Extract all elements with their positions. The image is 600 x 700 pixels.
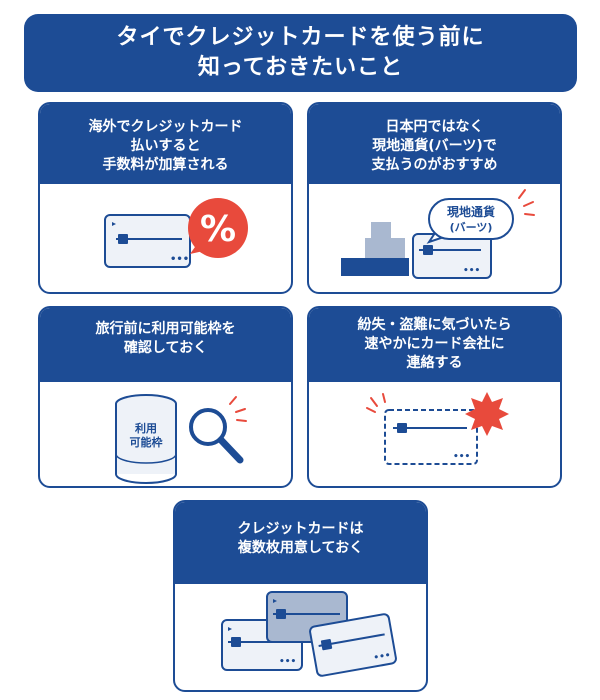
emphasis-lines-icon [518,189,535,216]
emphasis-lines-icon [229,396,247,422]
tip-card-credit-limit: 旅行前に利用可能枠を 確認しておく 利用 可能枠 [38,306,293,488]
card-fee-illustration: ••• % [104,198,248,268]
coin-stack-icon: 利用 可能枠 [115,394,177,484]
tip-card-heading: 日本円ではなく 現地通貨(バーツ)で 支払うのがおすすめ [309,104,560,184]
title-banner: タイでクレジットカードを使う前に 知っておきたいこと [24,14,577,92]
tip-card-heading: 海外でクレジットカード 払いすると 手数料が加算される [40,104,291,184]
cash-register-icon [341,222,409,276]
credit-limit-illustration: 利用 可能枠 [115,394,247,484]
credit-card-icon: ••• [104,214,191,268]
title-line-2: 知っておきたいこと [197,55,404,80]
svg-text:•••: ••• [279,657,296,667]
emphasis-lines-icon [366,393,386,413]
magnifier-icon [189,408,244,464]
tip-card-local-currency: 日本円ではなく 現地通貨(バーツ)で 支払うのがおすすめ ••• 現地通貨 (バ… [307,102,562,294]
tip-card-heading: クレジットカードは 複数枚用意しておく [175,502,426,584]
tip-card-heading: 紛失・盗難に気づいたら 速やかにカード会社に 連絡する [309,308,560,382]
svg-text:•••: ••• [453,452,470,462]
svg-text:利用: 利用 [135,421,157,435]
svg-text:(バーツ): (バーツ) [450,221,493,234]
speech-bubble: 現地通貨 (バーツ) [426,198,514,244]
percent-icon: % [188,198,248,258]
alert-burst-icon [465,392,509,436]
svg-text:現地通貨: 現地通貨 [447,204,495,219]
svg-text:•••: ••• [373,651,392,664]
multiple-cards-illustration: ••• ••• [221,591,397,677]
svg-text:•••: ••• [463,266,480,276]
svg-text:可能枠: 可能枠 [130,435,163,449]
title-line-1: タイでクレジットカードを使う前に [116,25,485,50]
credit-card-icon: ••• [412,233,492,279]
tip-card-heading: 旅行前に利用可能枠を 確認しておく [40,308,291,382]
svg-text:•••: ••• [170,254,189,265]
tip-card-lost-stolen: 紛失・盗難に気づいたら 速やかにカード会社に 連絡する ••• [307,306,562,488]
local-currency-illustration: ••• 現地通貨 (バーツ) [341,189,535,279]
credit-card-icon: ••• [309,613,397,677]
svg-text:%: % [200,209,236,250]
tip-card-fees: 海外でクレジットカード 払いすると 手数料が加算される ••• % [38,102,293,294]
missing-card-icon: ••• [384,409,478,465]
tip-card-multiple-cards: クレジットカードは 複数枚用意しておく ••• ••• [173,500,428,692]
lost-card-illustration: ••• [366,392,509,465]
